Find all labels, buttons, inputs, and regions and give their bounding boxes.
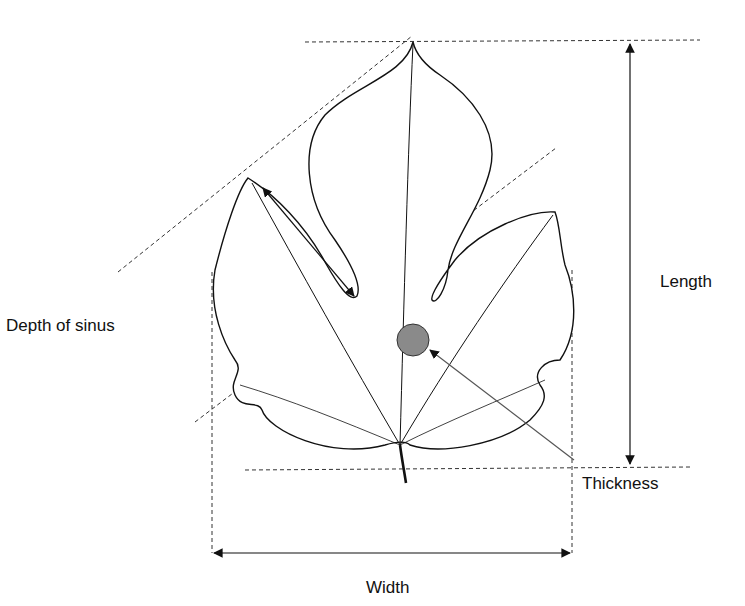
thickness-spot xyxy=(397,324,429,356)
guide-lines xyxy=(118,36,700,553)
dimension-arrows xyxy=(214,44,630,553)
dimension-label: Depth of sinus xyxy=(4,316,117,336)
leaf-veins xyxy=(240,44,553,483)
dimension-label: Length xyxy=(658,272,714,292)
feature-label: Thickness xyxy=(580,474,661,494)
dimension-label: Width xyxy=(364,578,411,598)
leaf-outline xyxy=(213,42,573,449)
